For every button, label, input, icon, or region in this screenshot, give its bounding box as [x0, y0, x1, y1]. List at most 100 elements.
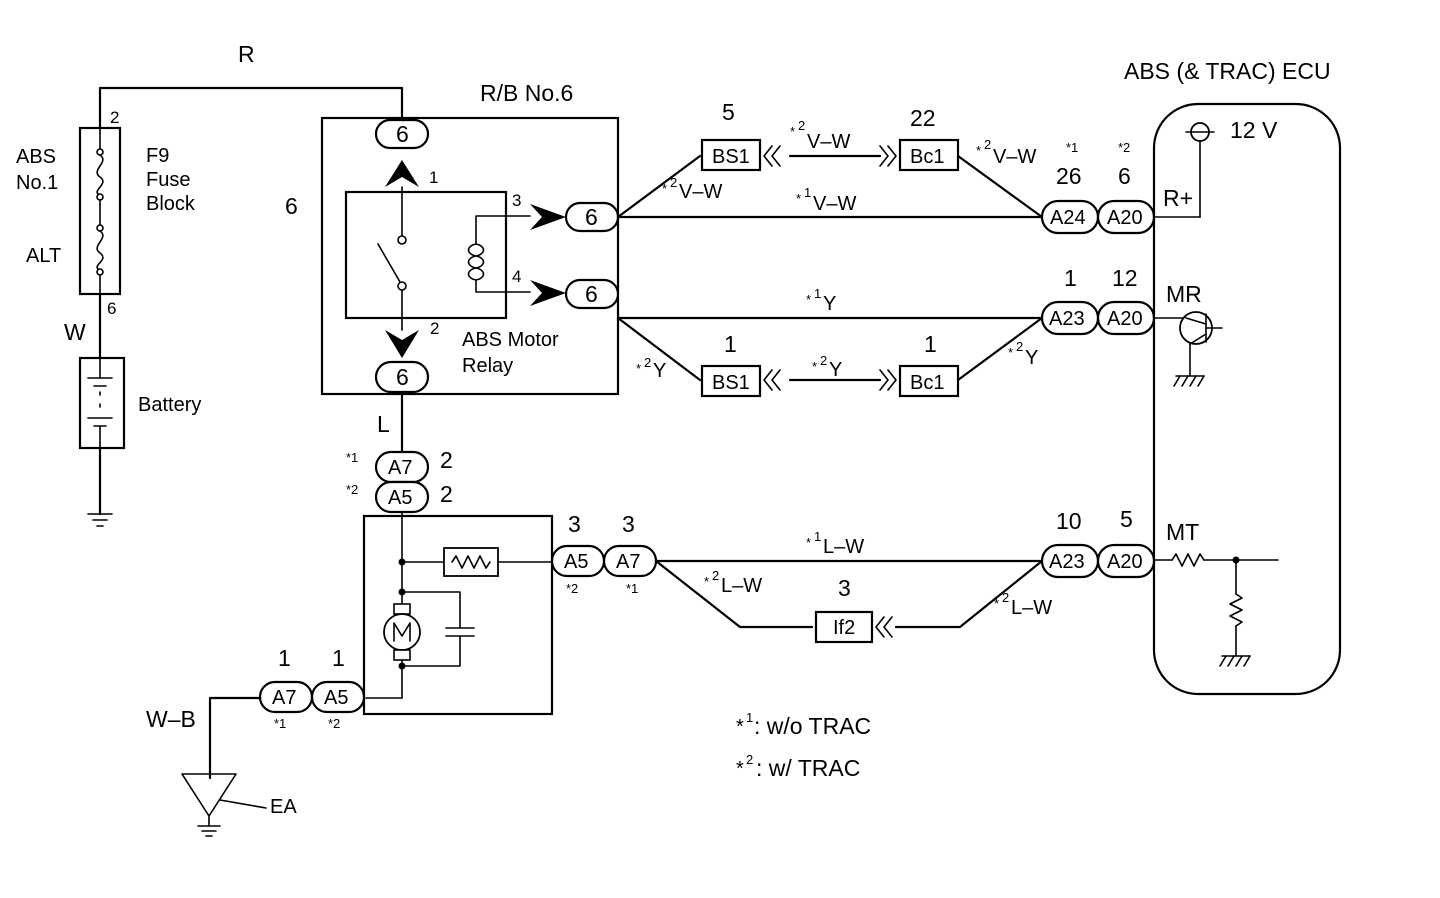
bc1-top-pin: 22: [910, 105, 936, 131]
upper-wiring: 5 BS1 22 Bc1 * 2 V–W * 2 V–W * 1 V–W * 2…: [616, 99, 1156, 398]
svg-text:*: *: [796, 191, 801, 206]
svg-text:*: *: [704, 574, 709, 589]
ecu-section: ABS (& TRAC) ECU 12 V R+ MR: [1124, 58, 1342, 696]
fuse-label-block: Block: [146, 193, 196, 215]
marker-1-a24: *1: [1066, 140, 1078, 155]
svg-text:*: *: [806, 292, 811, 307]
fuse-alt-icon: [96, 224, 104, 295]
svg-text:*: *: [976, 143, 981, 158]
svg-text:*: *: [790, 124, 795, 139]
svg-text:V–W: V–W: [813, 193, 856, 215]
a7-right-pin: 3: [622, 511, 635, 537]
chevron-right-icon-4: [530, 280, 566, 306]
wire-label-l: L: [377, 411, 390, 437]
ecu-voltage-label: 12 V: [1230, 117, 1278, 143]
ecu-title: ABS (& TRAC) ECU: [1124, 58, 1331, 84]
a24-pin: 26: [1056, 163, 1082, 189]
fuse-pin-top: 2: [110, 108, 119, 127]
motor-section: L *1 A7 2 *2 A5 2 3 3: [146, 390, 658, 837]
connector-bc1-bottom: [898, 364, 960, 398]
svg-text:L–W: L–W: [823, 536, 864, 558]
label-2lw-right: * 2 L–W: [994, 590, 1052, 619]
connector-bs1-bottom: [700, 364, 762, 398]
resistor-box: [443, 547, 499, 577]
connector-bs1-bottom-label: BS1: [712, 372, 750, 394]
label-1vw: * 1 V–W: [796, 185, 856, 215]
svg-text:*: *: [1008, 345, 1013, 360]
legend-note-1: * 1 : w/o TRAC: [736, 710, 871, 739]
relay-pin-4: 4: [512, 267, 521, 286]
relay-name-line2: Relay: [462, 355, 513, 377]
a7-top-pin: 2: [440, 447, 453, 473]
connector-bc1-bottom-label: Bc1: [910, 372, 944, 394]
svg-text:2: 2: [644, 355, 651, 370]
relay-connector-bottom-label: 6: [396, 364, 409, 390]
label-2y-left: * 2 Y: [636, 355, 666, 382]
motor-icon: [383, 603, 421, 699]
connector-a7-left-label: A7: [272, 687, 296, 709]
connector-a24-label: A24: [1050, 207, 1086, 229]
a5-left-pin: 1: [332, 645, 345, 671]
relay-block-side-number: 6: [285, 193, 298, 219]
fuse-label-fuse: Fuse: [146, 169, 190, 191]
abs-trac-ecu: [1152, 102, 1342, 696]
wire-y-from-bc1: [956, 316, 1044, 382]
if2-pin: 3: [838, 575, 851, 601]
label-2vw-right: * 2 V–W: [976, 137, 1036, 168]
resistor-icon: [451, 555, 491, 569]
abs-motor-relay: [344, 190, 508, 320]
battery: [78, 356, 126, 450]
svg-text:2: 2: [712, 568, 719, 583]
legend-note-2: * 2 : w/ TRAC: [736, 752, 860, 781]
svg-text:2: 2: [984, 137, 991, 152]
marker-1-a7-right: *1: [626, 581, 638, 596]
bc1-bottom-pin: 1: [924, 331, 937, 357]
svg-text:*: *: [636, 361, 641, 376]
connector-a23-mr-label: A23: [1049, 308, 1085, 330]
marker-2-a20: *2: [1118, 140, 1130, 155]
ecu-rplus-label: R+: [1163, 185, 1193, 211]
fuse-abs-icon: [96, 127, 104, 226]
svg-text:*: *: [812, 359, 817, 374]
a7-left-pin: 1: [278, 645, 291, 671]
label-1y: * 1 Y: [806, 286, 836, 315]
relay-connector-top-label: 6: [396, 121, 409, 147]
label-2lw-left: * 2 L–W: [704, 568, 762, 597]
a23-mt-pin: 10: [1056, 508, 1082, 534]
connector-bc1-top-label: Bc1: [910, 146, 944, 168]
svg-text:*: *: [736, 716, 744, 738]
plug-female-icon: [763, 369, 781, 391]
relay-pin-1: 1: [429, 168, 438, 187]
relay-connector-3-label: 6: [585, 204, 598, 230]
svg-text:2: 2: [1002, 590, 1009, 605]
fuse-label-no1: No.1: [16, 172, 58, 194]
label-2vw-mid: * 2 V–W: [790, 118, 850, 153]
svg-text:V–W: V–W: [679, 181, 722, 203]
fuse-label-f9: F9: [146, 145, 169, 167]
relay-block-title: R/B No.6: [480, 80, 573, 106]
a23-mr-pin: 1: [1064, 265, 1077, 291]
label-2y-mid: * 2 Y: [812, 353, 842, 381]
bs1-bottom-pin: 1: [724, 331, 737, 357]
svg-text:2: 2: [820, 353, 827, 368]
label-2y-right: * 2 Y: [1008, 339, 1038, 369]
svg-text:1: 1: [804, 185, 811, 200]
svg-text:2: 2: [746, 752, 753, 767]
svg-text:L–W: L–W: [721, 575, 762, 597]
wire-r: [98, 86, 404, 130]
svg-text:2: 2: [798, 118, 805, 133]
label-2vw-left: * 2 V–W: [662, 175, 722, 203]
svg-text:*: *: [736, 758, 744, 780]
connector-a20-mt-label: A20: [1107, 551, 1143, 573]
connector-if2-label: If2: [833, 617, 855, 639]
relay-connector-4: [564, 278, 620, 310]
chevron-up-icon: [385, 160, 419, 187]
legend: * 1 : w/o TRAC * 2 : w/ TRAC: [736, 710, 871, 781]
ecu-mt-label: MT: [1166, 519, 1199, 545]
marker-1-a7-top: *1: [346, 450, 358, 465]
connector-a5-left: [310, 680, 366, 714]
connector-bs1-top: [700, 138, 762, 172]
wire-lw-to-if2: [654, 559, 814, 629]
relay-name-line1: ABS Motor: [462, 329, 559, 351]
svg-text:Y: Y: [1025, 347, 1038, 369]
